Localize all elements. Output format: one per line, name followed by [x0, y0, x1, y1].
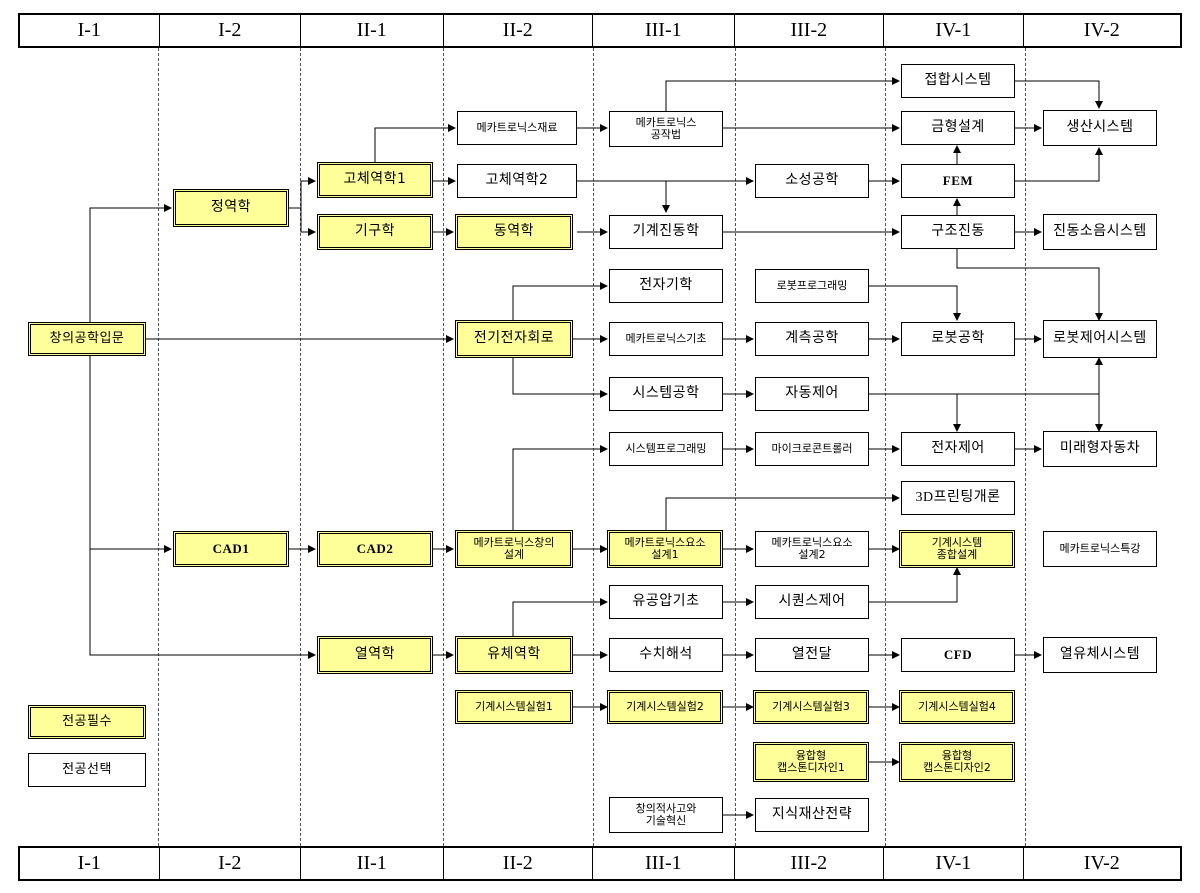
course-microcontroller: 마이크로콘트롤러 [755, 432, 869, 466]
arrow [869, 285, 961, 321]
column-divider [593, 48, 594, 846]
column-divider [300, 48, 301, 846]
arrow [1015, 147, 1103, 182]
course-lab-2: 기계시스템실험2 [607, 690, 723, 724]
column-divider [443, 48, 444, 846]
arrow [300, 208, 316, 236]
course-lab-1: 기계시스템실험1 [455, 690, 573, 724]
semester-label: II-2 [444, 15, 594, 46]
column-divider [885, 48, 886, 846]
semester-header: I-1 I-2 II-1 II-2 III-1 III-2 IV-1 IV-2 [18, 13, 1182, 48]
course-fem: FEM [901, 164, 1015, 198]
course-mechatronics-creative-design: 메카트로닉스창의 설계 [455, 530, 573, 568]
course-cad1: CAD1 [173, 531, 289, 567]
course-capstone-1: 융합형 캡스톤디자인1 [753, 742, 869, 782]
course-cfd: CFD [901, 638, 1015, 672]
course-dynamics: 동역학 [455, 214, 573, 250]
semester-label: II-2 [444, 848, 594, 879]
course-mechatronics-basics: 메카트로닉스기초 [609, 322, 723, 356]
semester-label: III-2 [735, 848, 885, 879]
semester-label: IV-2 [1083, 852, 1120, 874]
course-statics: 정역학 [173, 189, 289, 227]
course-numerical-analysis: 수치해석 [609, 638, 723, 672]
course-creative-engineering: 창의공학입문 [28, 322, 146, 356]
semester-footer: I-1 I-2 II-1 II-2 III-1 III-2 IV-1 IV-2 [18, 846, 1182, 881]
semester-label: I-1 [20, 15, 160, 46]
arrow [665, 77, 900, 111]
arrow [869, 567, 961, 603]
course-robotics: 로봇공학 [901, 322, 1015, 356]
course-production-system: 생산시스템 [1043, 110, 1157, 146]
semester-label: IV-1 [884, 15, 1024, 46]
course-robot-control-system: 로봇제어시스템 [1043, 320, 1157, 358]
course-vibration: 기계진동학 [609, 215, 723, 249]
course-mechatronics-manufacturing: 메카트로닉스 공작법 [609, 111, 723, 147]
course-mechatronics-special: 메카트로닉스특강 [1043, 531, 1157, 567]
course-fluid-mechanics: 유체역학 [455, 636, 573, 674]
column-divider [735, 48, 736, 846]
course-system-engineering: 시스템공학 [609, 377, 723, 411]
legend-elective: 전공선택 [28, 753, 146, 787]
course-mech-system-design: 기계시스템 종합설계 [899, 530, 1015, 568]
course-mechatronics-element-design-2: 메카트로닉스요소 설계2 [755, 531, 869, 567]
course-jeopap-system: 접합시스템 [901, 64, 1015, 98]
semester-label: II-1 [301, 15, 444, 46]
course-structural-vibration: 구조진동 [901, 215, 1015, 249]
course-plasticity: 소성공학 [755, 164, 869, 198]
semester-label: I-2 [160, 848, 302, 879]
semester-label: IV-2 [1083, 19, 1120, 41]
course-electronics-theory: 전자기학 [609, 269, 723, 303]
course-solid-mechanics-2: 고체역학2 [457, 164, 577, 198]
course-lab-4: 기계시스템실험4 [899, 690, 1015, 724]
course-heat-transfer: 열전달 [755, 638, 869, 672]
legend-required: 전공필수 [28, 705, 146, 739]
course-capstone-2: 융합형 캡스톤디자인2 [899, 742, 1015, 782]
course-mechatronics-materials: 메카트로닉스재료 [457, 111, 577, 145]
semester-label: IV-1 [884, 848, 1024, 879]
course-future-vehicle: 미래형자동차 [1043, 431, 1157, 467]
arrow [665, 494, 900, 532]
course-lab-3: 기계시스템실험3 [753, 690, 869, 724]
course-solid-mechanics-1: 고체역학1 [317, 162, 433, 198]
course-mold-design: 금형설계 [901, 111, 1015, 145]
semester-label: I-2 [160, 15, 302, 46]
semester-label: III-1 [593, 848, 735, 879]
arrow [1015, 80, 1103, 109]
course-electronic-control: 전자제어 [901, 432, 1015, 466]
course-kinematics: 기구학 [317, 214, 433, 250]
semester-label: III-2 [735, 15, 885, 46]
arrow [956, 249, 1103, 321]
course-creative-thinking: 창의적사고와 기술혁신 [609, 797, 723, 833]
course-thermofluid-system: 열유체시스템 [1043, 637, 1157, 673]
course-robot-programming: 로봇프로그래밍 [755, 269, 869, 303]
course-ip-strategy: 지식재산전략 [755, 798, 869, 832]
course-vibration-noise-system: 진동소음시스템 [1043, 214, 1157, 250]
course-measurement: 계측공학 [755, 322, 869, 356]
semester-label: III-1 [593, 15, 735, 46]
course-3d-printing: 3D프린팅개론 [901, 481, 1015, 515]
column-divider [158, 48, 159, 846]
semester-label: I-1 [20, 848, 160, 879]
course-sequence-control: 시퀀스제어 [755, 585, 869, 619]
column-divider [1025, 48, 1026, 846]
semester-label: II-1 [301, 848, 444, 879]
course-hydraulics: 유공압기초 [609, 585, 723, 619]
course-mechatronics-element-design-1: 메카트로닉스요소 설계1 [607, 530, 723, 568]
course-automatic-control: 자동제어 [755, 377, 869, 411]
course-thermodynamics: 열역학 [317, 636, 433, 674]
course-circuits: 전기전자회로 [455, 320, 573, 358]
course-cad2: CAD2 [317, 531, 433, 567]
arrow [289, 177, 316, 209]
course-system-programming: 시스템프로그래밍 [609, 432, 723, 466]
